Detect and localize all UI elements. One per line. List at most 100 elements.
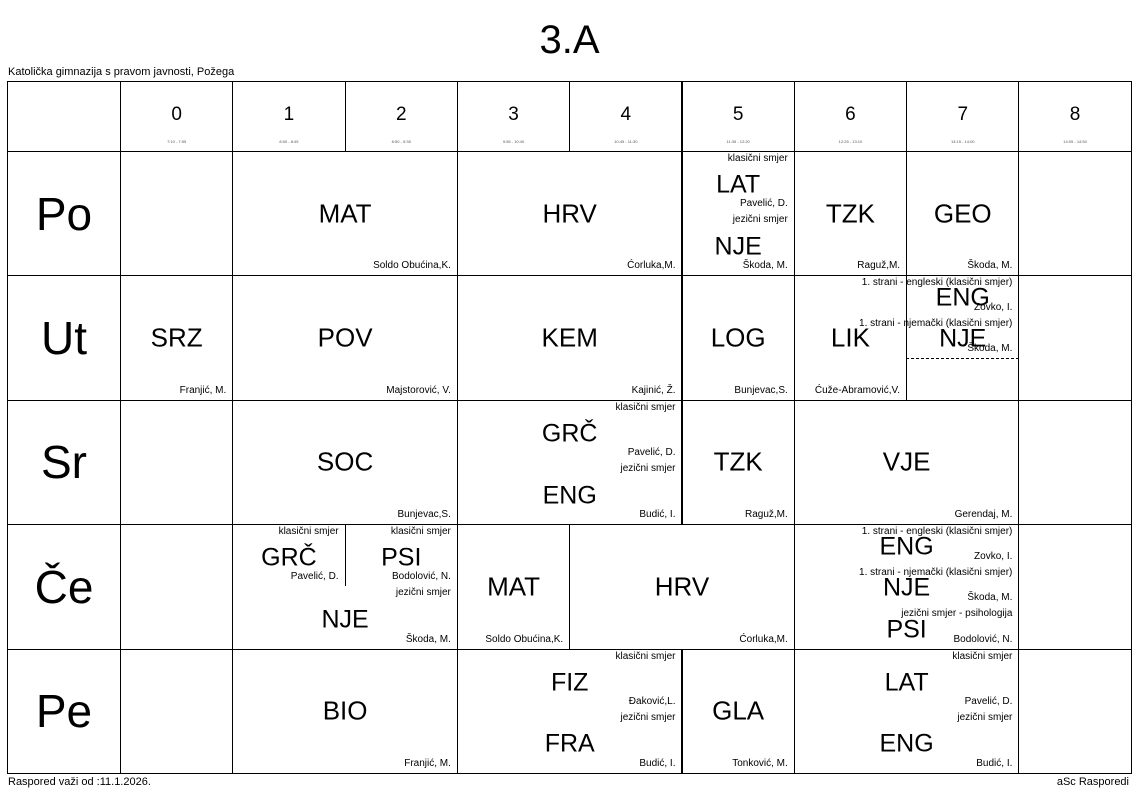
lesson-subject: FRA <box>544 729 595 758</box>
lesson-teacher: Ćorluka,M. <box>627 260 676 272</box>
day-label: Sr <box>7 399 121 526</box>
lesson-cell[interactable]: HRV Ćorluka,M. <box>456 151 683 277</box>
lesson-group: jezični smjer - psihologija <box>901 608 1013 620</box>
lesson-teacher: Škoda, M. <box>405 633 451 645</box>
lesson-subject: SOC <box>316 446 374 477</box>
lesson-teacher: Pavelić, D. <box>964 695 1013 707</box>
lesson-subject: NJE <box>714 232 762 261</box>
empty-slot <box>1018 524 1132 650</box>
lesson-group: klasični smjer <box>952 650 1013 662</box>
lesson-teacher: Škoda, M. <box>967 260 1013 272</box>
day-label: Ut <box>7 275 121 401</box>
period-number: 6 <box>845 104 856 125</box>
period-time: 11:35 - 12:20 <box>726 139 750 144</box>
lesson-subject: KEM <box>541 322 598 353</box>
lesson-group: jezični smjer <box>620 711 676 723</box>
lesson-teacher: Škoda, M. <box>742 260 788 272</box>
lesson-group: jezični smjer <box>620 463 676 474</box>
class-title: 3.A <box>539 18 600 62</box>
lesson-group: klasični smjer <box>615 401 676 413</box>
lesson-teacher: Tonković, M. <box>732 757 788 769</box>
lesson-subject: HRV <box>542 198 597 229</box>
lesson-subject: SRZ <box>150 322 203 353</box>
lesson-subject: MAT <box>318 198 372 229</box>
lesson-subject: LAT <box>716 170 761 199</box>
period-time: 8:50 - 9:35 <box>391 139 411 144</box>
lesson-subject: FIZ <box>550 668 589 697</box>
period-time: 10:45 - 11:30 <box>614 139 638 144</box>
lesson-teacher: Zovko, I. <box>974 550 1013 562</box>
lesson-teacher: Budić, I. <box>639 509 676 521</box>
lesson-teacher: Franjić, M. <box>404 757 451 769</box>
lesson-subject: ENG <box>935 283 990 312</box>
lesson-teacher: Raguž,M. <box>857 260 901 272</box>
period-number: 5 <box>732 104 744 125</box>
lesson-teacher: Franjić, M. <box>179 384 227 396</box>
lesson-subject: ENG <box>542 481 597 510</box>
lesson-cell[interactable]: GLA Tonković, M. <box>681 648 795 774</box>
lesson-teacher: Škoda, M. <box>967 343 1013 355</box>
period-number: 3 <box>508 104 519 125</box>
period-number: 1 <box>283 104 295 125</box>
lesson-teacher: Majstorović, V. <box>386 384 451 396</box>
period-time: 7:10 - 7:55 <box>167 139 187 144</box>
lesson-teacher: Gerendaj, M. <box>954 509 1013 521</box>
lesson-group: klasični smjer <box>390 526 451 538</box>
header-corner <box>7 81 121 152</box>
lesson-teacher: Soldo Obućina,K. <box>373 260 451 272</box>
day-label: Če <box>7 524 121 650</box>
lesson-subject: NJE <box>882 573 931 602</box>
lesson-subject: GLA <box>712 695 765 726</box>
lesson-cell[interactable]: SRZ Franjić, M. <box>120 275 234 401</box>
lesson-group: klasični smjer <box>727 153 788 164</box>
lesson-teacher: Škoda, M. <box>967 592 1013 604</box>
lesson-teacher: Bunjevac,S. <box>734 384 788 396</box>
lesson-group: klasični smjer <box>615 650 676 662</box>
empty-slot <box>120 648 234 774</box>
lesson-group: klasični smjer <box>278 526 339 538</box>
lesson-group: 1. strani - engleski (klasični smjer) <box>861 277 1013 289</box>
lesson-cell[interactable]: MAT Soldo Obućina,K. <box>232 151 458 277</box>
valid-from-text: Raspored važi od :11.1.2026. <box>8 776 151 788</box>
lesson-group: jezični smjer <box>395 587 451 599</box>
period-time: 14:05 - 14:50 <box>1063 139 1087 144</box>
lesson-teacher: Đaković,L. <box>628 695 676 707</box>
day-label: Pe <box>7 648 121 774</box>
lesson-teacher: Bunjevac,S. <box>397 509 451 521</box>
lesson-cell[interactable]: SOC Bunjevac,S. <box>232 399 458 526</box>
